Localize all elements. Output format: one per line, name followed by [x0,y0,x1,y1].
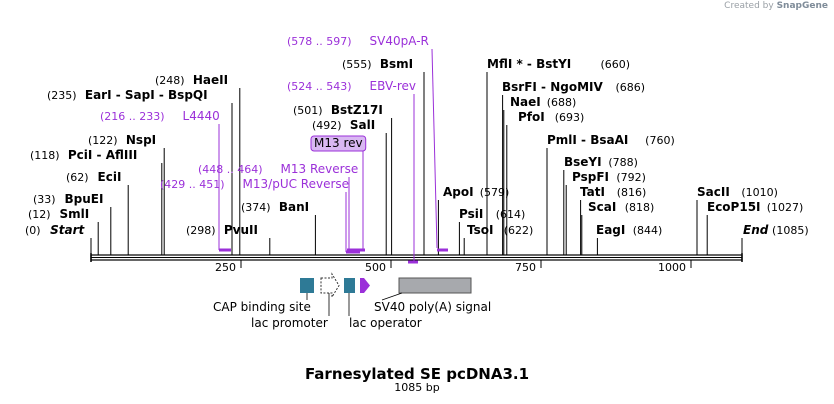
site-position-tati: (816) [617,186,647,199]
primer-bar-sv40pa-r [437,248,448,252]
site-position-pvuii: (298) [186,224,216,237]
site-name-ecii: EciI [98,170,122,184]
site-name-eagi: EagI [596,223,625,237]
ruler-label: 1000 [658,261,686,274]
site-name-apoi: ApoI [443,185,474,199]
site-position-start: (0) [25,224,41,237]
primer-bar-l4440 [219,248,231,252]
site-position-scai: (818) [625,201,655,214]
site-name-tati: TatI [580,185,605,199]
site-name-pspfi: PspFI [572,170,609,184]
feature-leader-sv40 [381,292,403,301]
site-name-bsrfi-ngomiv: BsrFI - NgoMIV [502,80,603,94]
site-position-ecop15i: (1027) [767,201,804,214]
primer-label-m13-rev: M13 rev [314,136,363,150]
primer-label-ebv-rev: EBV-rev [370,79,416,93]
site-name-naei: NaeI [510,95,541,109]
site-name-bsmi: BsmI [380,57,413,71]
site-position-bsmi: (555) [342,58,372,71]
site-position-haeii: (248) [155,74,185,87]
site-position-pfoi: (693) [555,111,585,124]
site-position-tsoi: (622) [504,224,534,237]
primer-bar-m13-puc-reverse [346,250,360,254]
site-name-sacii: SacII [697,185,730,199]
site-name-end: End [743,223,769,237]
feature-sv40-polya [398,277,472,294]
site-position-psii: (614) [496,208,526,221]
site-name-smli: SmlI [60,207,90,221]
primer-box-m13-rev [310,135,367,152]
site-position-pspfi: (792) [616,171,646,184]
feature-lac-operator [344,278,355,293]
site-name-sali: SalI [350,118,375,132]
feature-label-lac-promoter: lac promoter [251,316,328,330]
site-name-eari-sapi-bspqi: EarI - SapI - BspQI [85,88,208,102]
site-position-sacii: (1010) [741,186,778,199]
site-name-scai: ScaI [588,200,616,214]
feature-m13-arrow [360,278,370,293]
site-position-eagi: (844) [633,224,663,237]
site-position-end: (1085) [772,224,809,237]
site-name-start: Start [50,223,85,237]
primer-label-m13-reverse: M13 Reverse [281,162,359,176]
site-position-eari-sapi-bspqi: (235) [47,89,77,102]
feature-label-cap-binding-site: CAP binding site [213,300,311,314]
site-name-bseyi: BseYI [564,155,602,169]
ruler-label: 750 [515,261,536,274]
feature-cap-binding-site [300,278,314,293]
site-name-pfoi: PfoI [518,110,545,124]
primer-label-l4440: L4440 [183,109,220,123]
site-position-pmli-bsaai: (760) [645,134,675,147]
site-name-bani: BanI [279,200,309,214]
site-position-pcii-afliii: (118) [30,149,60,162]
site-name-nspi: NspI [126,133,156,147]
site-position-bani: (374) [241,201,271,214]
site-position-nspi: (122) [88,134,118,147]
site-position-bstz17i: (501) [293,104,323,117]
site-name-pmli-bsaai: PmlI - BsaAI [547,133,628,147]
site-name-psii: PsiI [459,207,483,221]
primer-line-sv40pa-r [431,48,438,249]
site-position-naei: (688) [547,96,577,109]
site-name-haeii: HaeII [193,73,228,87]
primer-bar-ebv-rev [408,260,418,264]
primer-range-m13-puc-reverse: (429 .. 451) [160,178,225,191]
primer-range-l4440: (216 .. 233) [100,110,165,123]
snapgene-credit: Created by SnapGene [724,1,828,11]
primer-bar-m13-reverse [349,248,362,252]
primer-range-ebv-rev: (524 .. 543) [287,80,352,93]
site-position-ecii: (62) [66,171,89,184]
site-name-pvuii: PvuII [224,223,258,237]
site-name-pcii-afliii: PciI - AflIII [68,148,137,162]
ruler-label: 250 [215,261,236,274]
site-position-apoi: (579) [480,186,510,199]
site-name-bstz17i: BstZ17I [331,103,383,117]
snapgene-logo-text: SnapGene [776,1,828,11]
primer-range-sv40pa-r: (578 .. 597) [287,35,352,48]
map-length: 1085 bp [394,381,440,394]
feature-lac-promoter [320,272,340,299]
feature-label-lac-operator: lac operator [349,316,422,330]
site-name-tsoi: TsoI [467,223,493,237]
ruler-label: 500 [365,261,386,274]
map-title: Farnesylated SE pcDNA3.1 [304,365,530,383]
primer-range-m13-reverse: (448 .. 464) [198,163,263,176]
site-position-bpuei: (33) [33,193,56,206]
site-position-bsrfi-ngomiv: (686) [616,81,646,94]
site-name-ecop15i: EcoP15I [707,200,761,214]
primer-label-sv40pa-r: SV40pA-R [370,34,429,48]
site-position-mfli-bstyi: (660) [601,58,631,71]
site-position-smli: (12) [28,208,51,221]
site-position-bseyi: (788) [608,156,638,169]
feature-label-sv40-poly-a-signal: SV40 poly(A) signal [374,300,491,314]
primer-label-m13-puc-reverse: M13/pUC Reverse [243,177,350,191]
site-name-mfli-bstyi: MflI * - BstYI [487,57,571,71]
site-position-sali: (492) [312,119,342,132]
site-name-bpuei: BpuEI [65,192,104,206]
